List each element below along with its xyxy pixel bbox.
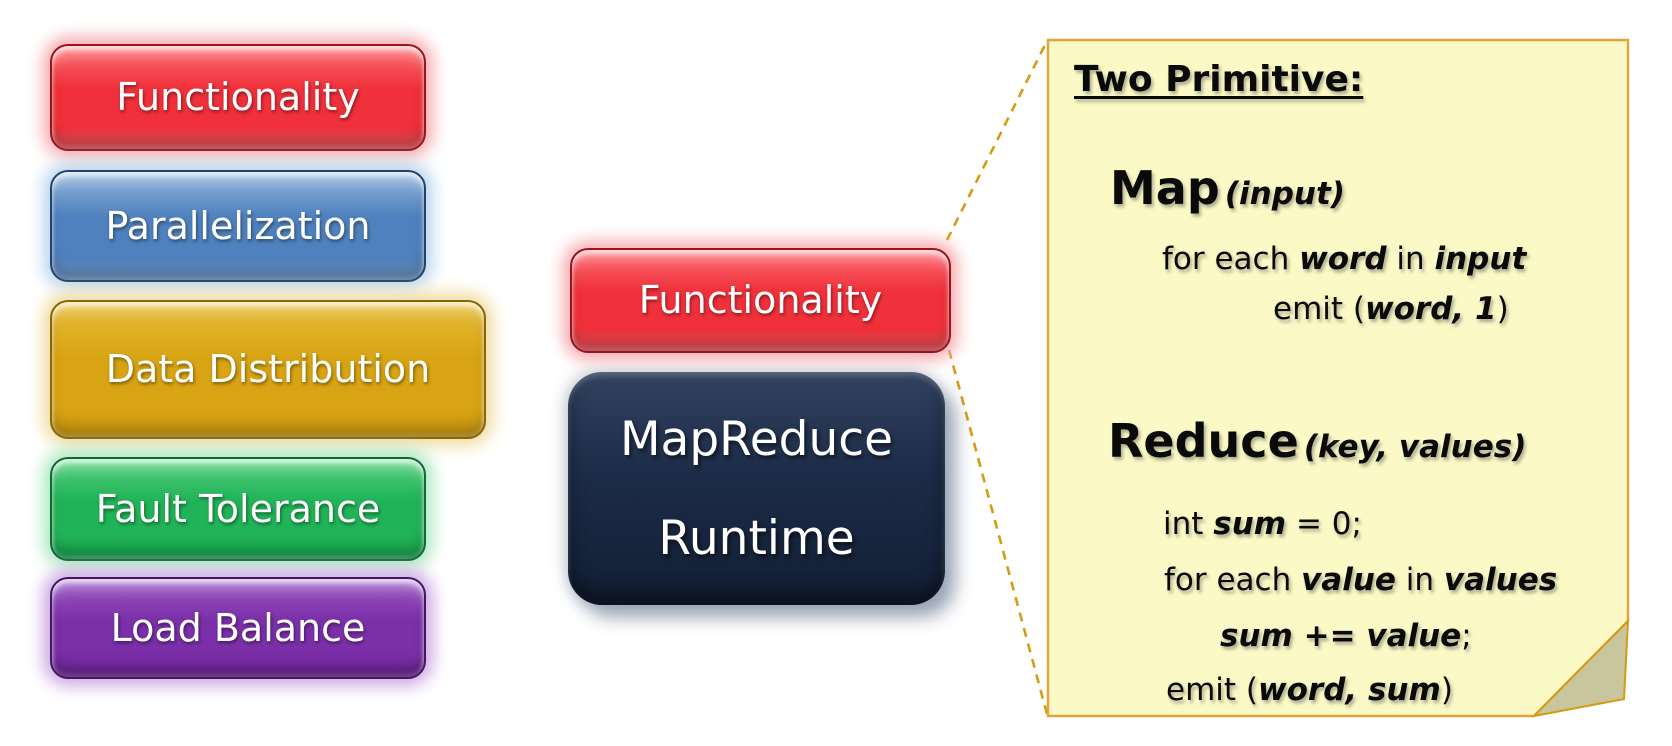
- code-keyword: word: [1299, 241, 1387, 277]
- callout-line-top: [945, 40, 1049, 241]
- code-text: = 0;: [1286, 506, 1362, 542]
- code-text: for each: [1162, 241, 1300, 277]
- code-text: emit (: [1166, 672, 1258, 708]
- code-text: in: [1386, 241, 1435, 277]
- code-text: emit (: [1273, 291, 1365, 327]
- note-title: Two Primitive:: [1074, 59, 1364, 100]
- note-fold-corner-icon: [1531, 618, 1630, 718]
- fault-tolerance-pill: Fault Tolerance: [50, 457, 426, 561]
- data-distribution-pill: Data Distribution: [50, 300, 486, 439]
- code-text: ;: [1461, 618, 1472, 654]
- load-balance-pill: Load Balance: [50, 577, 426, 679]
- map-keyword: Map: [1110, 161, 1220, 215]
- fault-tolerance-pill-label: Fault Tolerance: [95, 486, 381, 531]
- data-distribution-pill-label: Data Distribution: [105, 347, 431, 392]
- reduce-heading: Reduce (key, values): [1108, 413, 1628, 480]
- code-keyword: values: [1443, 562, 1558, 598]
- reduce-code-line-3: sum += value;: [1220, 616, 1628, 656]
- code-text: ): [1440, 672, 1453, 708]
- code-keyword: sum: [1213, 506, 1287, 542]
- functionality-pill-label: Functionality: [116, 75, 360, 120]
- reduce-keyword: Reduce: [1108, 414, 1299, 468]
- callout-line-bottom: [947, 349, 1049, 715]
- note-content: Two Primitive: Map (input) for each word…: [1048, 40, 1628, 716]
- runtime-box-line1: MapReduce: [619, 411, 894, 467]
- map-code-line-2: emit (word, 1): [1273, 289, 1628, 329]
- functionality-pill: Functionality: [50, 44, 426, 151]
- parallelization-pill: Parallelization: [50, 170, 426, 282]
- runtime-box-line2: Runtime: [658, 510, 855, 566]
- center-functionality-pill: Functionality: [570, 248, 951, 353]
- code-text: in: [1395, 562, 1444, 598]
- load-balance-pill-label: Load Balance: [110, 605, 366, 650]
- code-text: ): [1496, 291, 1509, 327]
- code-text: for each: [1164, 562, 1302, 598]
- map-code-line-1: for each word in input: [1162, 239, 1628, 279]
- center-functionality-pill-label: Functionality: [638, 278, 883, 323]
- code-text: int: [1163, 506, 1214, 542]
- reduce-code-line-2: for each value in values: [1164, 560, 1628, 600]
- code-keyword: sum += value: [1220, 618, 1462, 654]
- map-params: (input): [1224, 176, 1345, 212]
- reduce-code-line-1: int sum = 0;: [1163, 504, 1628, 544]
- reduce-params: (key, values): [1303, 429, 1527, 465]
- code-keyword: input: [1434, 241, 1527, 277]
- code-keyword: word, sum: [1258, 672, 1441, 708]
- mapreduce-runtime-box: MapReduce Runtime: [568, 372, 945, 605]
- map-heading: Map (input): [1110, 160, 1628, 227]
- code-keyword: word, 1: [1365, 291, 1497, 327]
- parallelization-pill-label: Parallelization: [105, 203, 371, 248]
- reduce-code-line-4: emit (word, sum): [1166, 670, 1628, 710]
- code-keyword: value: [1301, 562, 1396, 598]
